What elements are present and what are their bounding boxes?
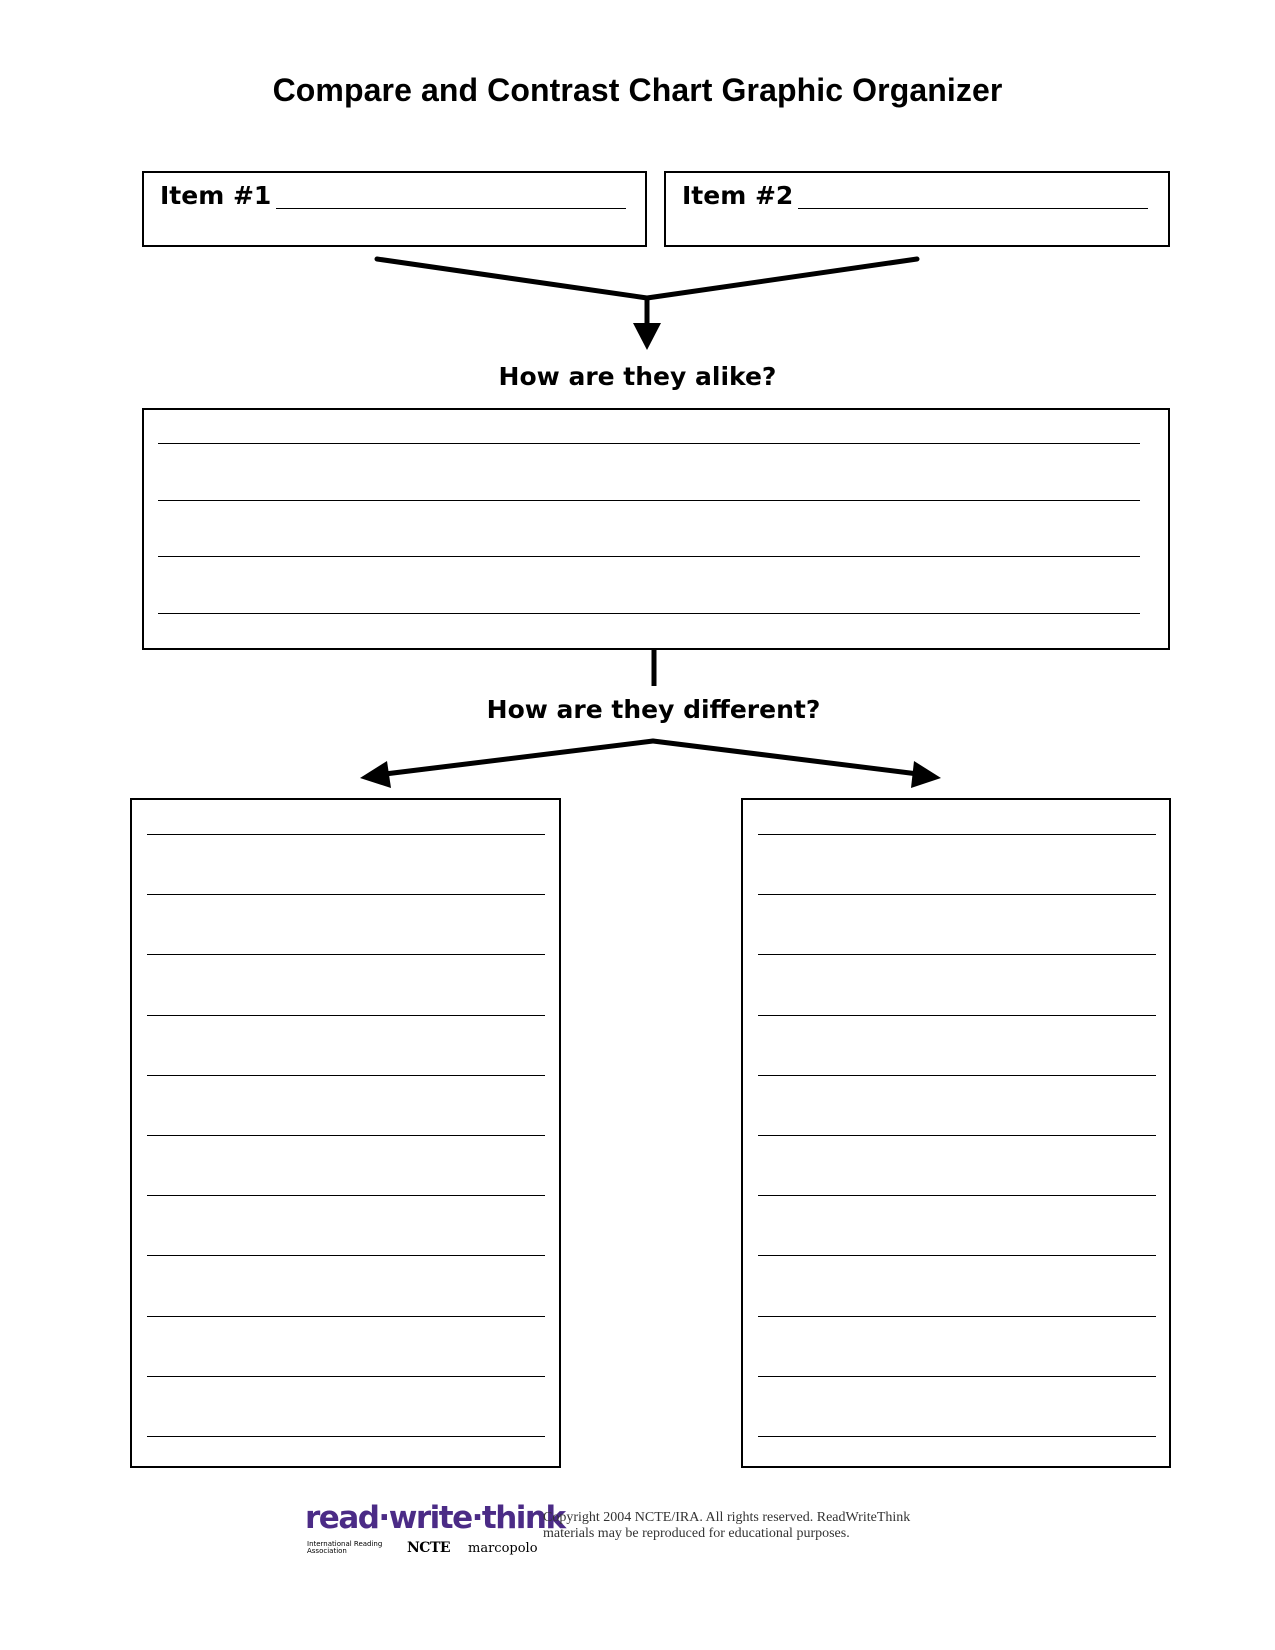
different-right-line[interactable] xyxy=(758,1075,1156,1076)
different-right-line[interactable] xyxy=(758,1135,1156,1136)
different-right-line[interactable] xyxy=(758,1436,1156,1437)
logo-text: read·write·think xyxy=(305,1500,566,1536)
alike-line[interactable] xyxy=(158,443,1140,444)
different-left-box xyxy=(130,798,561,1468)
arrowhead-right xyxy=(911,761,941,788)
different-heading-text: How are they different? xyxy=(482,695,825,724)
marcopolo-logo: marcopolo xyxy=(468,1541,538,1556)
item-1-box: Item #1 xyxy=(142,171,647,247)
connector-line-left-top xyxy=(374,256,650,301)
different-left-line[interactable] xyxy=(147,1316,545,1317)
copyright-line-2: materials may be reproduced for educatio… xyxy=(543,1526,850,1541)
different-left-line[interactable] xyxy=(147,1015,545,1016)
connector-line-right-top xyxy=(644,256,920,301)
different-right-line[interactable] xyxy=(758,1255,1156,1256)
item-2-blank[interactable] xyxy=(798,208,1148,209)
different-left-line[interactable] xyxy=(147,1075,545,1076)
alike-line[interactable] xyxy=(158,500,1140,501)
different-right-box xyxy=(741,798,1171,1468)
copyright-notice: Copyright 2004 NCTE/IRA. All rights rese… xyxy=(543,1510,1003,1542)
different-left-line[interactable] xyxy=(147,1255,545,1256)
alike-line[interactable] xyxy=(158,556,1140,557)
ncte-logo: NCTE xyxy=(407,1540,451,1556)
item-2-label: Item #2 xyxy=(682,181,794,210)
different-right-line[interactable] xyxy=(758,1195,1156,1196)
alike-box xyxy=(142,408,1170,650)
alike-heading-text: How are they alike? xyxy=(494,362,781,391)
footer: read·write·think International Reading A… xyxy=(305,1500,1005,1560)
copyright-line-1: Copyright 2004 NCTE/IRA. All rights rese… xyxy=(543,1510,911,1525)
item-1-label: Item #1 xyxy=(160,181,272,210)
different-right-line[interactable] xyxy=(758,894,1156,895)
alike-heading: How are they alike? xyxy=(0,362,1275,391)
different-heading: How are they different? xyxy=(16,695,1275,724)
item-1-blank[interactable] xyxy=(276,208,626,209)
arrowhead-down xyxy=(633,323,661,350)
different-left-line[interactable] xyxy=(147,1376,545,1377)
different-left-line[interactable] xyxy=(147,1135,545,1136)
different-right-line[interactable] xyxy=(758,1015,1156,1016)
connector-line-right-bottom xyxy=(650,738,921,777)
ira-logo: International Reading Association xyxy=(307,1540,383,1555)
different-right-line[interactable] xyxy=(758,1316,1156,1317)
different-left-line[interactable] xyxy=(147,1436,545,1437)
alike-line[interactable] xyxy=(158,613,1140,614)
arrowhead-left xyxy=(360,761,391,788)
different-left-line[interactable] xyxy=(147,894,545,895)
item-2-box: Item #2 xyxy=(664,171,1170,247)
different-right-line[interactable] xyxy=(758,954,1156,955)
different-left-line[interactable] xyxy=(147,1195,545,1196)
page-title: Compare and Contrast Chart Graphic Organ… xyxy=(272,72,1003,108)
different-left-line[interactable] xyxy=(147,834,545,835)
different-left-line[interactable] xyxy=(147,954,545,955)
connector-line-left-bottom xyxy=(382,738,656,777)
readwritethink-logo: read·write·think International Reading A… xyxy=(305,1500,566,1560)
different-right-line[interactable] xyxy=(758,1376,1156,1377)
different-right-line[interactable] xyxy=(758,834,1156,835)
